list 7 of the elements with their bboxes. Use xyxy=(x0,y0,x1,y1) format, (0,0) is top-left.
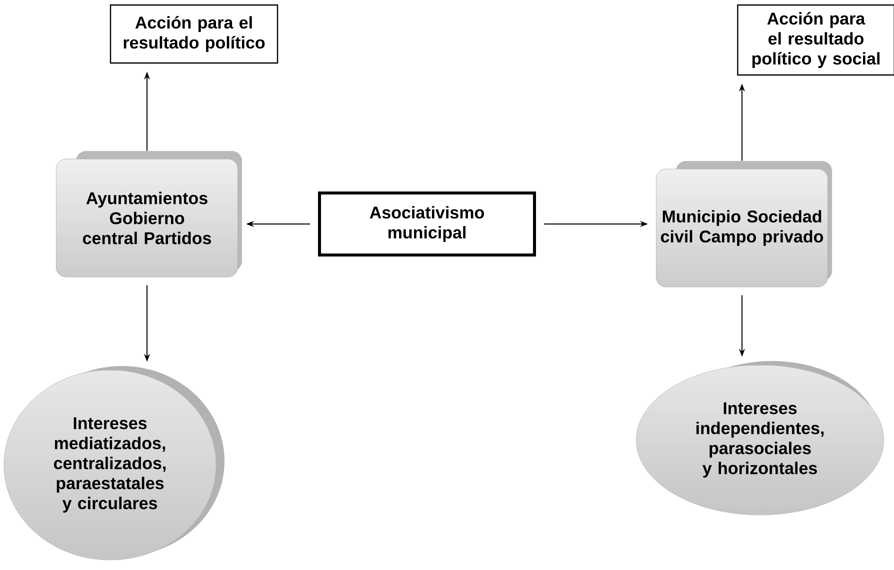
rounded-block: Ayuntamientos Gobierno central Partidos xyxy=(56,151,242,278)
text-box: Acción para el resultado político xyxy=(110,4,278,64)
disc: Intereses independientes, parasociales y horizontales xyxy=(636,361,884,516)
rounded-block: Municipio Sociedad civil Campo privado xyxy=(656,161,832,288)
text-box: Acción para el resultado político y social xyxy=(737,4,894,76)
disc: Intereses mediatizados, centralizados, paraestatales y circulares xyxy=(4,366,224,560)
text-box: Asociativismo municipal xyxy=(318,192,536,256)
